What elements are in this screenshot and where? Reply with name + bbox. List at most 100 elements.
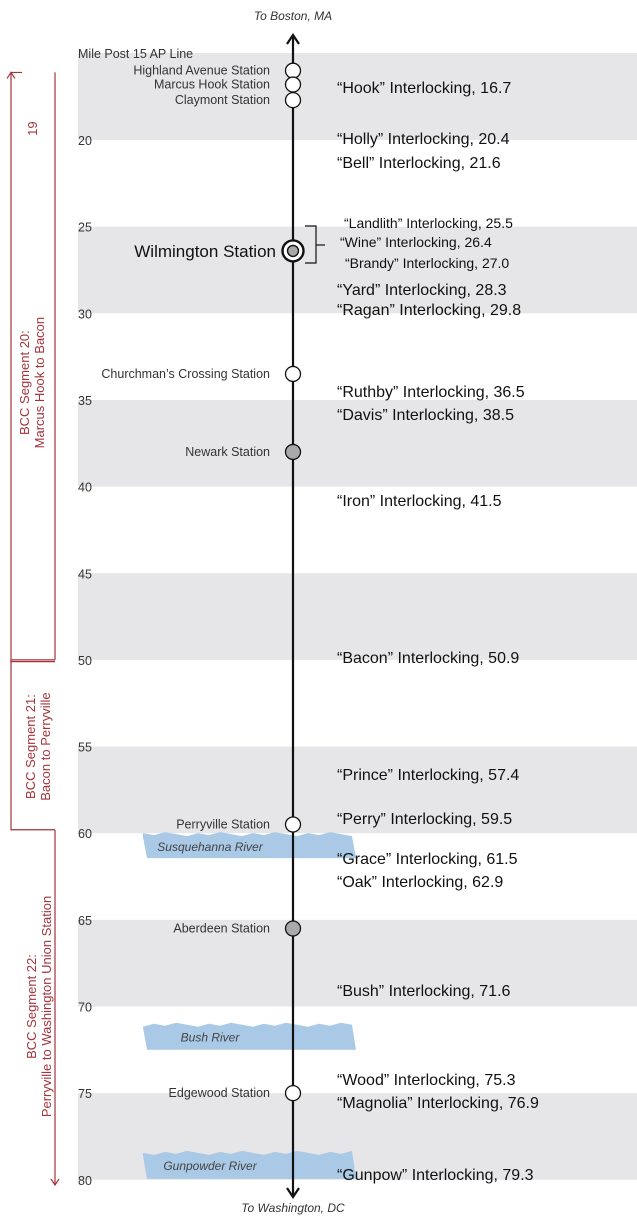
interlocking-label: “Grace” Interlocking, 61.5 <box>337 851 518 868</box>
segment-line <box>10 71 55 663</box>
mile-band <box>78 919 637 1007</box>
arrow-down-icon <box>50 1178 60 1187</box>
interlocking-label: “Ruthby” Interlocking, 36.5 <box>337 384 525 401</box>
station-marker <box>284 76 302 93</box>
mile-marker: 35 <box>78 394 92 408</box>
interlocking-label: “Magnolia” Interlocking, 76.9 <box>337 1095 539 1112</box>
mile-marker: 19 <box>25 121 40 135</box>
interlocking-label: “Bush” Interlocking, 71.6 <box>337 983 511 1000</box>
mile-marker: 25 <box>78 221 92 235</box>
interlocking-label: “Bell” Interlocking, 21.6 <box>337 155 501 172</box>
station-marker <box>284 1085 302 1102</box>
mile-band <box>78 746 637 834</box>
river-label: Bush River <box>181 1031 241 1045</box>
mile-post-label: Mile Post 15 AP Line <box>78 47 193 61</box>
interlocking-label: “Perry” Interlocking, 59.5 <box>337 811 512 828</box>
station: Perryville Station <box>176 816 302 833</box>
segment-label: BCC Segment 22:Perryville to Washington … <box>24 896 54 1117</box>
station-name: Newark Station <box>185 445 270 459</box>
station-name: Marcus Hook Station <box>154 78 270 92</box>
arrow-down-icon <box>286 1187 300 1199</box>
mile-marker: 20 <box>78 134 92 148</box>
interlocking-label: “Holly” Interlocking, 20.4 <box>337 131 510 148</box>
mile-band <box>78 573 637 660</box>
segment-label-line2: Marcus Hook to Bacon <box>32 317 47 449</box>
station-name: Aberdeen Station <box>173 922 270 936</box>
interlocking-label: “Yard” Interlocking, 28.3 <box>337 282 507 299</box>
interlocking-label: “Iron” Interlocking, 41.5 <box>337 493 502 510</box>
station: Newark Station <box>185 443 302 461</box>
river-shape <box>143 1150 356 1179</box>
station: Wilmington Station <box>134 239 305 263</box>
mile-marker: 65 <box>78 914 92 928</box>
station: Aberdeen Station <box>173 920 302 937</box>
river-label: Susquehanna River <box>157 840 263 854</box>
mile-bands <box>78 53 637 1180</box>
interlocking-label: “Bacon” Interlocking, 50.9 <box>337 650 519 667</box>
interlocking-label: “Oak” Interlocking, 62.9 <box>337 874 503 891</box>
mile-marker: 80 <box>78 1174 92 1188</box>
station-marker <box>284 365 302 383</box>
river-shape <box>143 832 356 859</box>
mile-marker: 50 <box>78 654 92 668</box>
station-marker <box>284 816 302 833</box>
station-name: Churchman’s Crossing Station <box>101 367 270 381</box>
station: Claymont Station <box>175 91 302 109</box>
station-marker <box>284 920 302 937</box>
river-label: Gunpowder River <box>163 1159 257 1173</box>
mile-band <box>78 226 637 314</box>
interlocking-label: “Prince” Interlocking, 57.4 <box>337 767 519 784</box>
mile-marker: 40 <box>78 481 92 495</box>
segment-label-line2: Perryville to Washington Union Station <box>39 896 54 1117</box>
station-marker <box>284 91 302 109</box>
station-name: Claymont Station <box>175 93 270 107</box>
station-name: Highland Avenue Station <box>133 64 270 78</box>
mile-markers: 19 20 25 30 35 40 45 50 55 60 65 70 75 80 <box>25 121 92 1187</box>
mile-marker: 75 <box>78 1087 92 1101</box>
mile-marker: 55 <box>78 741 92 755</box>
river: Susquehanna River <box>143 832 356 859</box>
station-marker <box>284 443 302 461</box>
mile-marker: 60 <box>78 827 92 841</box>
segment-bracket: BCC Segment 22:Perryville to Washington … <box>24 829 60 1187</box>
mile-band <box>78 399 637 487</box>
segment-label: BCC Segment 21:Bacon to Perryville <box>23 692 53 800</box>
station: Churchman’s Crossing Station <box>101 365 302 383</box>
mile-marker: 30 <box>78 307 92 321</box>
segment-bracket: BCC Segment 20:Marcus Hook to Bacon <box>6 71 56 663</box>
station-marker <box>284 62 302 79</box>
arrow-up-icon <box>6 71 16 79</box>
river-shape <box>143 1022 356 1050</box>
mile-marker: 70 <box>78 1001 92 1015</box>
interlocking-label: “Brandy” Interlocking, 27.0 <box>345 255 509 271</box>
station: Marcus Hook Station <box>154 76 302 93</box>
interlocking-label: “Wine” Interlocking, 26.4 <box>340 234 492 250</box>
interlocking-label: “Hook” Interlocking, 16.7 <box>337 80 511 97</box>
station: Edgewood Station <box>169 1085 302 1102</box>
segment-label-line1: BCC Segment 22: <box>24 954 39 1059</box>
station-name: Edgewood Station <box>169 1086 271 1100</box>
interlocking-label: “Wood” Interlocking, 75.3 <box>337 1072 516 1089</box>
interlocking-label: “Davis” Interlocking, 38.5 <box>337 407 514 424</box>
station: Highland Avenue Station <box>133 62 302 79</box>
mile-marker: 45 <box>78 567 92 581</box>
interlockings: “Hook” Interlocking, 16.7 “Holly” Interlo… <box>305 80 539 1184</box>
segment-label-line2: Bacon to Perryville <box>38 692 53 800</box>
direction-north-label: To Boston, MA <box>254 9 332 23</box>
station-name: Wilmington Station <box>134 242 276 261</box>
arrow-up-icon <box>286 33 300 45</box>
interlocking-label: “Gunpow” Interlocking, 79.3 <box>337 1167 534 1184</box>
interlocking-label: “Ragan” Interlocking, 29.8 <box>337 302 521 319</box>
segment-label-line1: BCC Segment 21: <box>23 694 38 799</box>
segment-label-line1: BCC Segment 20: <box>17 330 32 435</box>
river: Bush River <box>143 1022 356 1050</box>
segment-line <box>10 659 55 831</box>
interlocking-label: “Landlith” Interlocking, 25.5 <box>344 215 513 231</box>
segment-label: BCC Segment 20:Marcus Hook to Bacon <box>17 317 47 449</box>
segment-bracket: BCC Segment 21:Bacon to Perryville <box>10 659 55 831</box>
station-name: Perryville Station <box>176 818 270 832</box>
